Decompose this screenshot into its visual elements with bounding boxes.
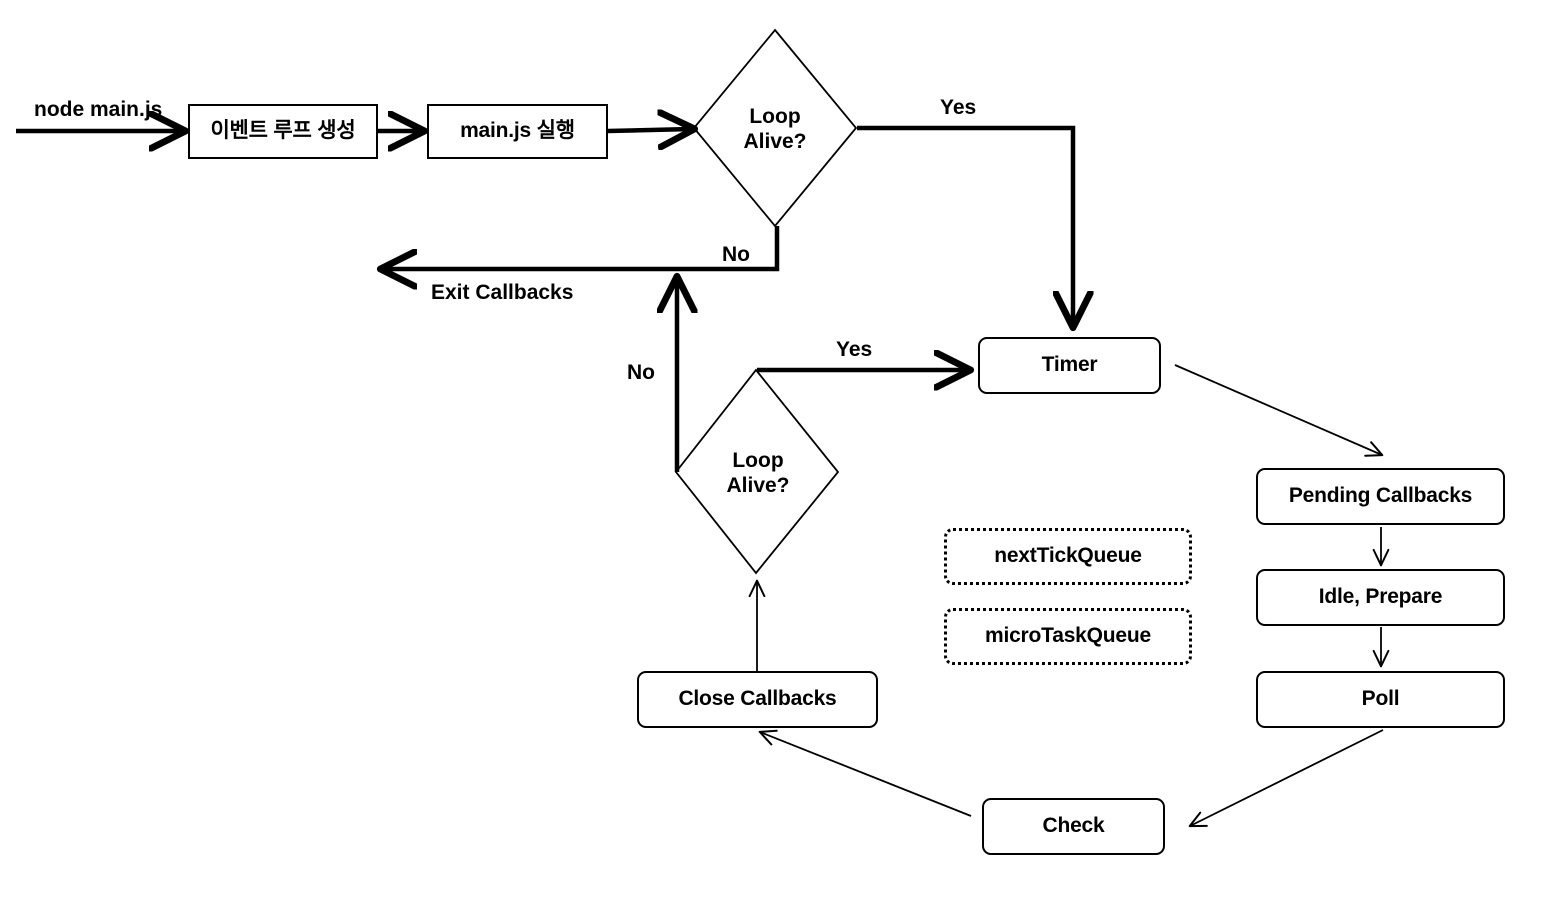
node-poll[interactable]: Poll [1256,671,1505,728]
node-close-callbacks[interactable]: Close Callbacks [637,671,878,728]
edge-loop-alive-1-no-to-exit [383,226,780,269]
edge-main-to-loop-alive-1 [607,129,692,131]
node-run-main-js-label: main.js 실행 [460,119,575,143]
node-check-label: Check [1042,814,1105,838]
node-pending-callbacks[interactable]: Pending Callbacks [1256,468,1505,525]
edge-timer-to-pending-callbacks [1174,364,1384,457]
node-next-tick-queue[interactable]: nextTickQueue [944,528,1192,585]
node-idle-prepare[interactable]: Idle, Prepare [1256,569,1505,626]
edge-label-exit-callbacks: Exit Callbacks [431,281,574,304]
node-next-tick-queue-label: nextTickQueue [994,544,1142,568]
node-close-callbacks-label: Close Callbacks [678,687,837,711]
edge-label-no-top: No [722,243,750,266]
edge-label-start-command: node main.js [34,98,163,121]
edge-check-to-close-callbacks [758,729,972,817]
node-timer[interactable]: Timer [978,337,1161,394]
node-micro-task-queue[interactable]: microTaskQueue [944,608,1192,665]
loop-alive-2-diamond-outline [674,368,840,575]
node-pending-callbacks-label: Pending Callbacks [1288,484,1473,508]
node-check[interactable]: Check [982,798,1165,855]
edge-label-yes-bottom: Yes [836,338,873,361]
loop-alive-1-diamond-outline [692,28,858,228]
node-idle-prepare-label: Idle, Prepare [1318,585,1443,609]
edge-loop-alive-1-yes-to-timer [857,125,1073,325]
edge-poll-to-check [1188,729,1384,828]
node-create-event-loop-label: 이벤트 루프 생성 [210,119,356,143]
edge-label-yes-top: Yes [940,96,977,119]
node-create-event-loop[interactable]: 이벤트 루프 생성 [188,104,378,159]
node-micro-task-queue-label: microTaskQueue [984,624,1152,648]
node-run-main-js[interactable]: main.js 실행 [427,104,608,159]
node-poll-label: Poll [1361,687,1400,711]
node-timer-label: Timer [1041,353,1098,377]
edge-label-no-bottom: No [627,361,655,384]
